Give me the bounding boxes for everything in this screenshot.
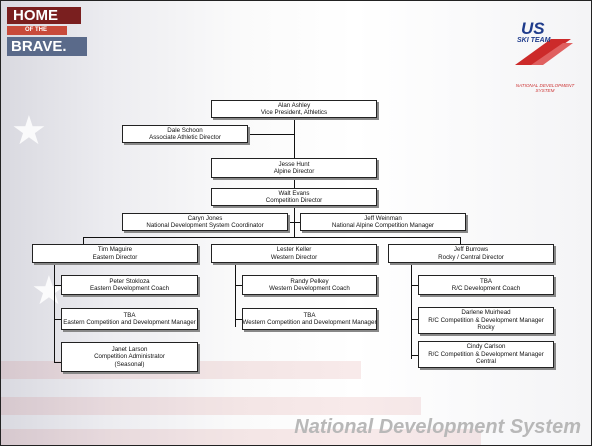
connector-line: [294, 118, 295, 134]
org-box-tim-maguire: Tim Maguire Eastern Director: [32, 244, 198, 263]
box-title: Western Director: [270, 253, 318, 261]
org-box-jeff-weinman: Jeff Weinman National Alpine Competition…: [300, 213, 466, 231]
box-name: TBA: [123, 311, 136, 319]
connector-line: [54, 319, 61, 320]
box-name: TBA: [303, 311, 316, 319]
connector-line: [235, 263, 236, 327]
connector-line: [83, 237, 84, 244]
national-development-system-label: NATIONAL DEVELOPMENT SYSTEM: [509, 83, 581, 94]
logo-ski-team-text: SKI TEAM: [517, 37, 551, 44]
connector-line: [460, 237, 461, 244]
connector-line: [411, 263, 412, 359]
flag-stripe: [1, 397, 421, 415]
org-box-rc-tba: TBA R/C Development Coach: [418, 275, 554, 295]
connector-line: [294, 213, 295, 237]
org-box-western-tba: TBA Western Competition and Development …: [242, 308, 377, 330]
connector-line: [411, 355, 418, 356]
connector-line: [248, 134, 295, 135]
box-note: (Seasonal): [114, 360, 145, 368]
logo-of-the-text: OF THE: [7, 26, 67, 35]
box-name: Caryn Jones: [187, 214, 223, 222]
box-title: Alpine Director: [273, 168, 315, 175]
org-box-janet-larson: Janet Larson Competition Administrator (…: [61, 342, 198, 372]
box-name: Cindy Carlson: [466, 343, 506, 351]
box-name: Dale Schoon: [167, 126, 203, 134]
home-of-the-brave-logo: HOME OF THE BRAVE.: [7, 7, 91, 63]
connector-line: [54, 285, 61, 286]
box-title: Western Development Coach: [269, 285, 350, 292]
nds-line1: NATIONAL DEVELOPMENT: [515, 83, 575, 88]
connector-line: [235, 285, 242, 286]
connector-line: [83, 237, 461, 238]
box-name: Janet Larson: [111, 345, 148, 353]
connector-line: [54, 263, 55, 363]
nds-line2: SYSTEM: [535, 88, 555, 94]
box-name: Walt Evans: [278, 189, 310, 197]
org-box-jeff-burrows: Jeff Burrows Rocky / Central Director: [388, 244, 554, 263]
logo-brave-text: BRAVE.: [7, 37, 87, 56]
box-title: Rocky / Central Director: [438, 253, 504, 261]
org-box-jesse-hunt: Jesse Hunt Alpine Director: [211, 158, 377, 178]
footer-title: National Development System: [294, 416, 581, 438]
box-title: Western Competition and Development Mana…: [242, 319, 377, 326]
box-title: Vice President, Athletics: [260, 109, 328, 116]
us-ski-team-logo: US SKI TEAM: [511, 19, 577, 67]
box-note: Central: [476, 358, 496, 366]
org-box-alan-ashley: Alan Ashley Vice President, Athletics: [211, 100, 377, 118]
box-note: Rocky: [477, 324, 495, 332]
box-name: Tim Maguire: [97, 246, 133, 254]
logo-home-text: HOME: [7, 7, 81, 24]
connector-line: [411, 319, 418, 320]
org-box-eastern-tba: TBA Eastern Competition and Development …: [61, 308, 198, 330]
org-box-peter-stokloza: Peter Stokloza Eastern Development Coach: [61, 275, 198, 295]
box-title: Eastern Competition and Development Mana…: [63, 319, 196, 326]
org-box-cindy-carlson: Cindy Carlson R/C Competition & Developm…: [418, 341, 554, 368]
box-title: R/C Competition & Development Manager: [428, 316, 544, 324]
connector-line: [294, 134, 295, 158]
box-name: TBA: [479, 277, 493, 285]
connector-line: [54, 362, 61, 363]
box-name: Jesse Hunt: [278, 160, 310, 168]
box-name: Jeff Burrows: [453, 246, 489, 254]
org-box-randy-pelkey: Randy Pelkey Western Development Coach: [242, 275, 377, 295]
connector-line: [235, 319, 242, 320]
star-icon: ★: [31, 269, 67, 313]
box-title: R/C Competition & Development Manager: [428, 350, 544, 358]
org-box-dale-schoon: Dale Schoon Associate Athletic Director: [122, 125, 248, 143]
connector-line: [294, 178, 295, 188]
connector-line: [294, 206, 295, 213]
org-box-walt-evans: Walt Evans Competition Director: [211, 188, 377, 206]
box-name: Randy Pelkey: [290, 277, 329, 285]
box-name: Alan Ashley: [277, 101, 311, 109]
box-title: National Development System Coordinator: [146, 222, 264, 229]
box-title: Associate Athletic Director: [149, 134, 221, 141]
connector-line: [411, 285, 418, 286]
box-title: National Alpine Competition Manager: [331, 222, 435, 229]
box-name: Jeff Weinman: [364, 214, 402, 222]
box-title: Eastern Development Coach: [89, 285, 170, 292]
org-box-darlene-muirhead: Darlene Muirhead R/C Competition & Devel…: [418, 307, 554, 334]
org-box-lester-keller: Lester Keller Western Director: [211, 244, 377, 263]
star-icon: ★: [11, 109, 47, 153]
box-name: Darlene Muirhead: [461, 309, 511, 317]
logo-us-text: US: [521, 19, 545, 38]
box-title: Competition Director: [265, 197, 323, 204]
flag-stripe: [1, 429, 481, 445]
ski-team-swoosh-icon: [515, 39, 573, 65]
box-name: Lester Keller: [276, 246, 312, 254]
box-name: Peter Stokloza: [109, 277, 150, 285]
box-title: Eastern Director: [92, 253, 138, 261]
box-title: R/C Development Coach: [451, 285, 521, 292]
org-box-caryn-jones: Caryn Jones National Development System …: [122, 213, 288, 231]
box-title: Competition Administrator: [94, 353, 165, 361]
